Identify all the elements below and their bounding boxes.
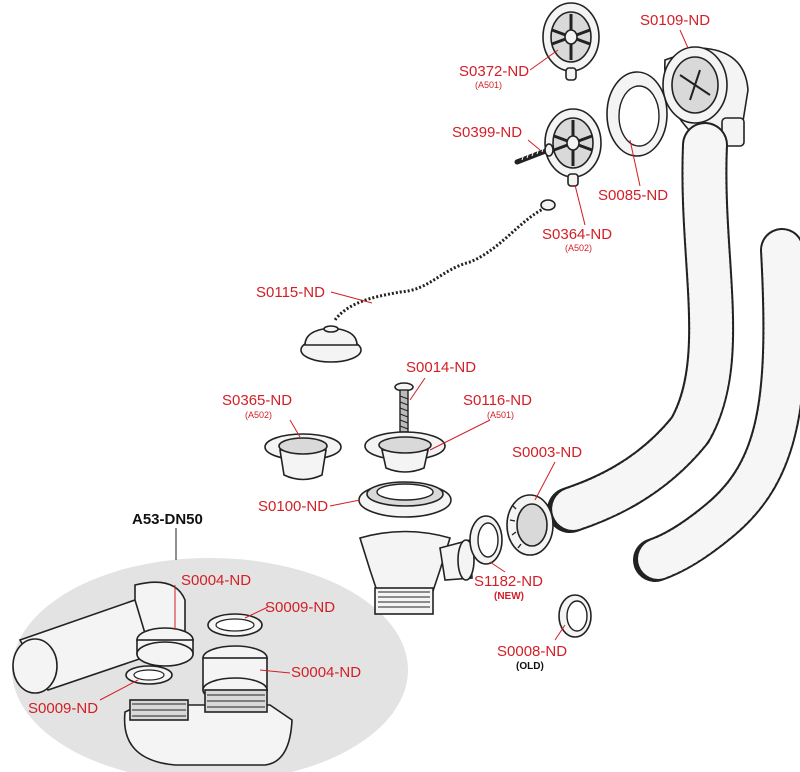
- label-s0365: S0365-ND: [222, 392, 292, 409]
- label-s0364: S0364-ND: [542, 226, 612, 243]
- flange-s0100: [358, 481, 452, 518]
- label-s0004-bottom: S0004-ND: [291, 664, 361, 681]
- screw-s0399: [514, 143, 554, 165]
- ring-s0008: [558, 594, 592, 638]
- ring-s1182: [469, 515, 503, 565]
- label-s0014: S0014-ND: [406, 359, 476, 376]
- label-s0009-right: S0009-ND: [265, 599, 335, 616]
- label-s0004-top: S0004-ND: [181, 572, 251, 589]
- label-s0364-sub: (A502): [565, 243, 592, 253]
- washer-s0009-top: [207, 613, 263, 637]
- washer-s0009-left: [125, 665, 173, 685]
- label-s0100: S0100-ND: [258, 498, 328, 515]
- overflow-hose: [547, 122, 735, 533]
- label-s0115: S0115-ND: [256, 284, 325, 301]
- extension-hose: [633, 228, 800, 582]
- rosette-s0372: [542, 2, 600, 81]
- label-s0372: S0372-ND: [459, 63, 529, 80]
- label-s0003: S0003-ND: [512, 444, 582, 461]
- plug: [300, 325, 362, 363]
- strainer-s0116: [364, 431, 446, 473]
- rosette-s0364: [544, 108, 602, 187]
- label-s0116: S0116-ND: [463, 392, 532, 409]
- group-title: A53-DN50: [132, 511, 203, 528]
- nut-s0004-top: [136, 627, 194, 667]
- label-s0085: S0085-ND: [598, 187, 668, 204]
- strainer-s0365: [264, 433, 342, 481]
- leader-lines: [99, 29, 689, 701]
- label-s0399: S0399-ND: [452, 124, 522, 141]
- nut-s0003: [506, 494, 554, 556]
- label-s0365-sub: (A502): [245, 410, 272, 420]
- label-s0008-tag: (OLD): [516, 661, 544, 672]
- overflow-body-s0109: [662, 46, 749, 147]
- chain-s0115: [333, 199, 556, 321]
- label-s0009-left: S0009-ND: [28, 700, 98, 717]
- screw-s0014: [394, 382, 414, 433]
- label-s0116-sub: (A501): [487, 410, 514, 420]
- label-s1182: S1182-ND: [474, 573, 543, 590]
- gasket-s0085: [606, 71, 668, 157]
- label-s0109: S0109-ND: [640, 12, 710, 29]
- siphon-base: [123, 689, 293, 766]
- label-s0008: S0008-ND: [497, 643, 567, 660]
- waste-body: [358, 530, 475, 615]
- label-s0372-sub: (A501): [475, 80, 502, 90]
- label-s1182-tag: (NEW): [494, 591, 524, 602]
